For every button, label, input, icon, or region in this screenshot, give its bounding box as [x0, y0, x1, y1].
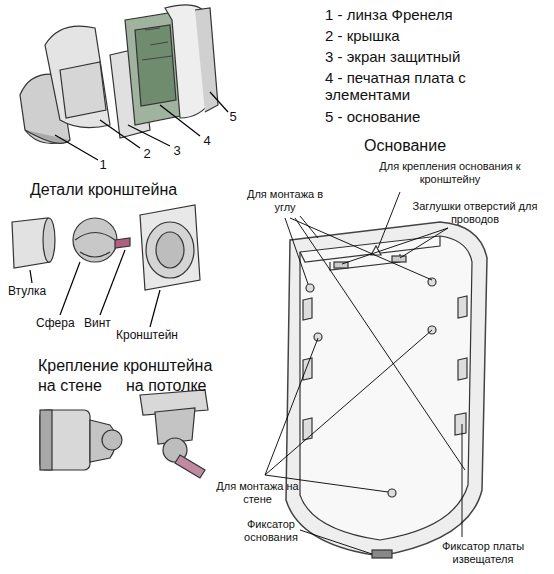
- callout-number: 5: [226, 110, 240, 125]
- annotation: Фиксатор основания: [226, 518, 316, 543]
- section-heading: на стене: [38, 377, 128, 395]
- callout-number: 2: [140, 147, 154, 162]
- legend-item: 1 - линза Френеля: [325, 6, 515, 23]
- annotation: Фиксатор платы извещателя: [428, 540, 538, 565]
- mounting-examples: [40, 390, 208, 478]
- section-heading: на потолке: [126, 377, 226, 395]
- legend-item: 5 - основание: [325, 108, 515, 125]
- section-heading: Детали кронштейна: [30, 181, 220, 199]
- part-name: Втулка: [8, 285, 68, 299]
- callout-number: 3: [170, 144, 184, 159]
- annotation: Для монтажа на стене: [210, 480, 305, 505]
- part-name: Кронштейн: [116, 329, 196, 343]
- annotation: Заглушки отверстий для проводов: [405, 200, 545, 225]
- part-name: Сфера: [36, 317, 86, 331]
- exploded-view: [20, 5, 228, 160]
- base-housing: [265, 192, 487, 558]
- legend-item: 2 - крышка: [325, 27, 515, 44]
- section-heading: Крепление кронштейна: [38, 357, 238, 375]
- callout-number: 4: [200, 134, 214, 149]
- bracket-parts: [12, 205, 200, 327]
- callout-number: 1: [96, 158, 110, 173]
- annotation: Для крепления основания к кронштейну: [375, 160, 525, 185]
- legend-item: 3 - экран защитный: [325, 48, 515, 65]
- annotation: Для монтажа в углу: [245, 188, 325, 213]
- legend-item: 4 - печатная плата с элементами: [325, 69, 485, 104]
- section-heading: Основание: [350, 137, 460, 155]
